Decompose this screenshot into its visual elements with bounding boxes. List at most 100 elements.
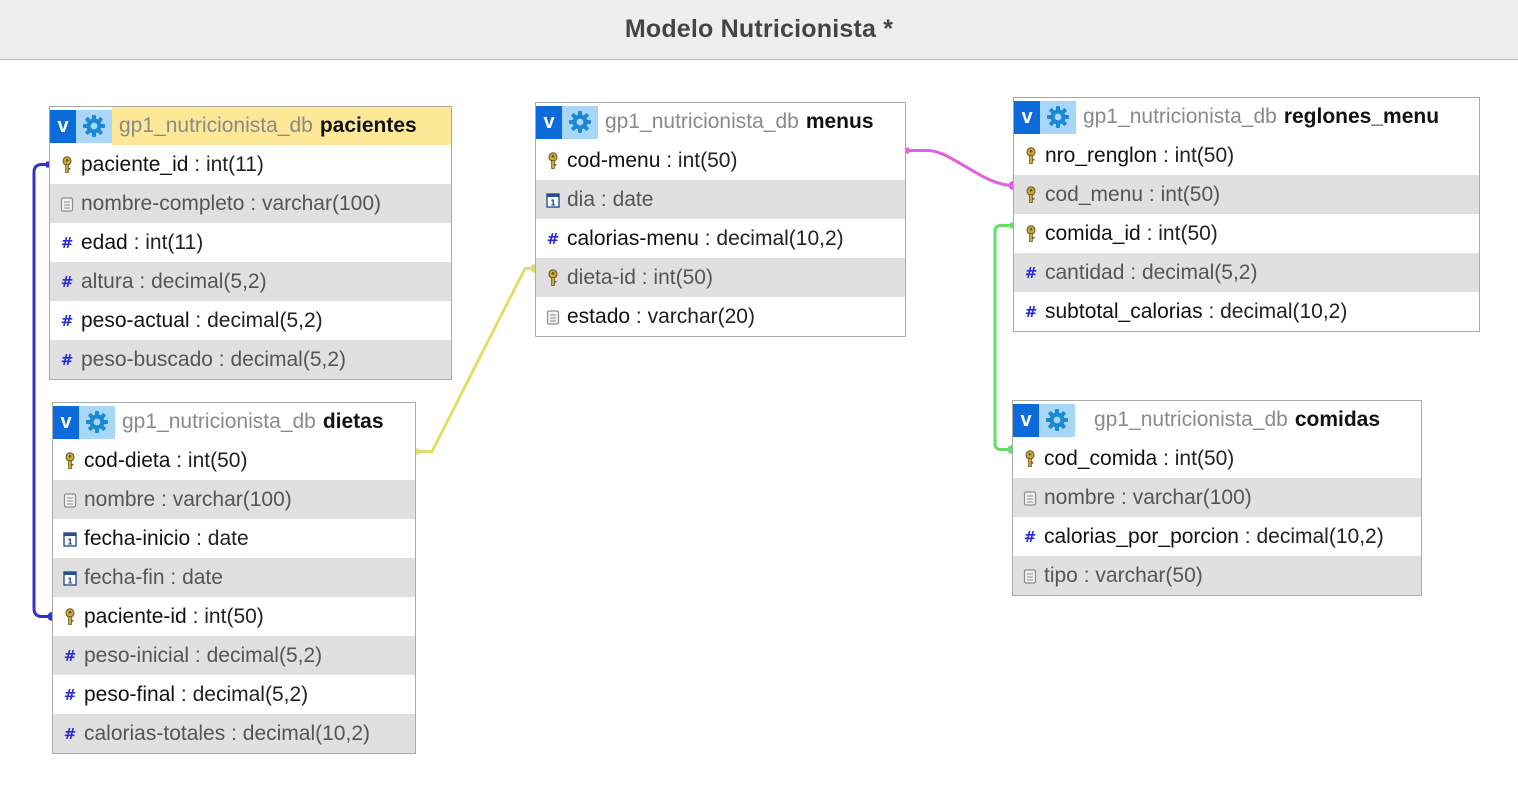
column-row[interactable]: #calorias-totales : decimal(10,2) xyxy=(53,714,415,753)
column-row[interactable]: #peso-final : decimal(5,2) xyxy=(53,675,415,714)
column-row[interactable]: nro_renglon : int(50) xyxy=(1014,136,1479,175)
column-row[interactable]: #calorias-menu : decimal(10,2) xyxy=(536,219,905,258)
column-row[interactable]: nombre : varchar(100) xyxy=(53,480,415,519)
column-row[interactable]: paciente-id : int(50) xyxy=(53,597,415,636)
toggle-columns-button[interactable]: v xyxy=(1013,403,1039,437)
column-text: peso-buscado : decimal(5,2) xyxy=(81,348,346,372)
column-type: int(50) xyxy=(653,265,713,289)
column-name: dieta-id xyxy=(567,265,636,289)
gear-icon[interactable] xyxy=(1040,100,1076,134)
number-icon: # xyxy=(59,351,81,369)
column-separator: : xyxy=(196,526,202,550)
column-separator: : xyxy=(1121,485,1127,509)
column-row[interactable]: dieta-id : int(50) xyxy=(536,258,905,297)
column-row[interactable]: estado : varchar(20) xyxy=(536,297,905,336)
column-name: peso-final xyxy=(84,682,176,706)
toggle-columns-button[interactable]: v xyxy=(53,405,79,439)
gear-icon[interactable] xyxy=(79,405,115,439)
column-row[interactable]: cod-menu : int(50) xyxy=(536,141,905,180)
column-separator: : xyxy=(218,347,225,371)
key-icon xyxy=(1022,449,1044,468)
key-icon xyxy=(62,607,84,626)
relation-line-reglones-comidas xyxy=(993,224,1013,451)
column-text: dieta-id : int(50) xyxy=(567,266,713,290)
column-text: altura : decimal(5,2) xyxy=(81,270,267,294)
gear-icon[interactable] xyxy=(562,105,598,139)
column-text: peso-actual : decimal(5,2) xyxy=(81,309,323,333)
column-row[interactable]: #cantidad : decimal(5,2) xyxy=(1014,253,1479,292)
column-type: decimal(10,2) xyxy=(716,226,844,250)
column-separator: : xyxy=(635,304,642,328)
column-separator: : xyxy=(133,230,140,254)
toggle-columns-button[interactable]: v xyxy=(50,109,76,143)
column-separator: : xyxy=(170,565,177,589)
column-row[interactable]: #subtotal_calorias : decimal(10,2) xyxy=(1014,292,1479,331)
svg-text:#: # xyxy=(1025,303,1038,321)
key-icon xyxy=(545,268,567,287)
column-row[interactable]: cod-dieta : int(50) xyxy=(53,441,415,480)
text-field-icon xyxy=(545,308,567,326)
column-row[interactable]: #peso-inicial : decimal(5,2) xyxy=(53,636,415,675)
column-row[interactable]: nombre-completo : varchar(100) xyxy=(50,184,451,223)
column-row[interactable]: #calorias_por_porcion : decimal(10,2) xyxy=(1013,517,1421,556)
column-row[interactable]: nombre : varchar(100) xyxy=(1013,478,1421,517)
column-name: nombre xyxy=(1044,485,1116,509)
toggle-columns-button[interactable]: v xyxy=(1014,100,1040,134)
column-name: paciente_id xyxy=(81,152,189,176)
column-text: comida_id : int(50) xyxy=(1045,222,1218,246)
column-row[interactable]: #peso-buscado : decimal(5,2) xyxy=(50,340,451,379)
column-row[interactable]: tipo : varchar(50) xyxy=(1013,556,1421,595)
svg-text:#: # xyxy=(547,230,560,248)
database-name: gp1_nutricionista_db xyxy=(122,410,316,433)
gear-icon[interactable] xyxy=(1039,403,1075,437)
toggle-columns-button[interactable]: v xyxy=(536,105,562,139)
column-name: cod-menu xyxy=(567,148,661,172)
column-text: nombre : varchar(100) xyxy=(84,488,292,512)
relation-line-dietas-menus xyxy=(416,267,535,453)
column-name: edad xyxy=(81,230,128,254)
column-type: decimal(5,2) xyxy=(230,347,347,371)
column-separator: : xyxy=(1083,563,1090,587)
number-icon: # xyxy=(545,230,567,248)
column-type: int(50) xyxy=(677,148,738,172)
column-row[interactable]: comida_id : int(50) xyxy=(1014,214,1479,253)
database-name: gp1_nutricionista_db xyxy=(119,114,313,137)
column-separator: : xyxy=(600,187,607,211)
column-row[interactable]: #peso-actual : decimal(5,2) xyxy=(50,301,451,340)
column-row[interactable]: cod_comida : int(50) xyxy=(1013,439,1421,478)
column-name: altura xyxy=(81,269,134,293)
number-icon: # xyxy=(62,647,84,665)
key-icon xyxy=(1023,185,1045,204)
svg-text:#: # xyxy=(61,273,74,291)
column-separator: : xyxy=(1162,143,1169,167)
column-separator: : xyxy=(1208,299,1215,323)
column-name: nro_renglon xyxy=(1045,143,1158,167)
column-text: nombre-completo : varchar(100) xyxy=(81,192,381,216)
gear-icon[interactable] xyxy=(76,109,112,143)
column-name: nombre xyxy=(84,487,156,511)
number-icon: # xyxy=(1023,303,1045,321)
column-type: int(50) xyxy=(1174,446,1235,470)
column-name: estado xyxy=(567,304,631,328)
column-row[interactable]: # altura : decimal(5,2) xyxy=(50,262,451,301)
column-row[interactable]: cod_menu : int(50) xyxy=(1014,175,1479,214)
column-row[interactable]: paciente_id : int(11) xyxy=(50,145,451,184)
column-text: calorias_por_porcion : decimal(10,2) xyxy=(1044,525,1384,549)
column-separator: : xyxy=(704,226,711,250)
column-row[interactable]: #edad : int(11) xyxy=(50,223,451,262)
relation-end-marker xyxy=(903,147,909,154)
